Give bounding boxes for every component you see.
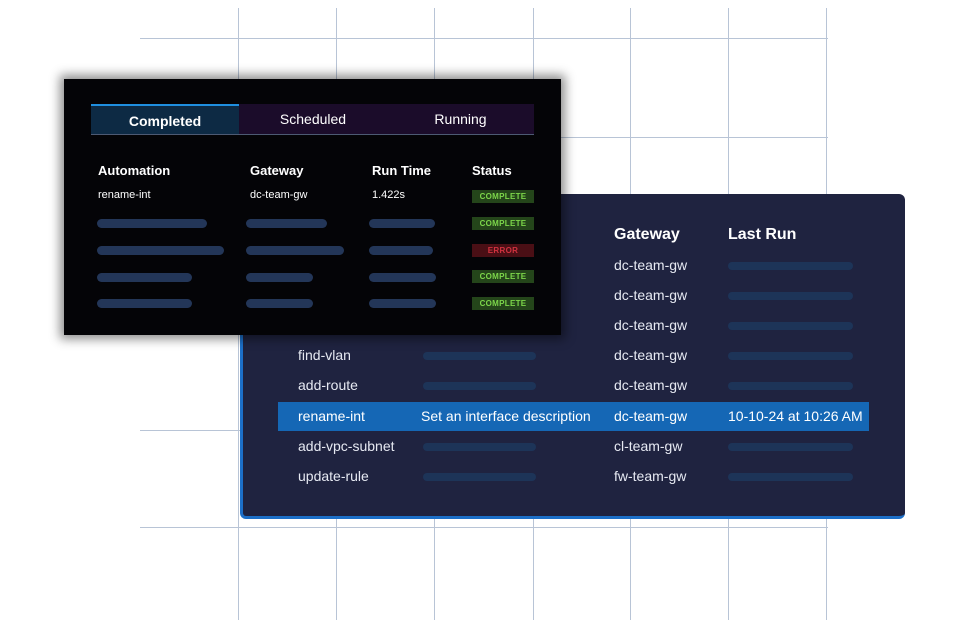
selected-table-row[interactable]: rename-int Set an interface description …	[278, 402, 869, 431]
gateway-cell: dc-team-gw	[614, 408, 688, 424]
placeholder-bar	[97, 273, 192, 282]
gateway-cell: dc-team-gw	[614, 377, 688, 393]
placeholder-bar	[728, 322, 853, 330]
automation-name-cell: find-vlan	[298, 347, 351, 363]
tab-scheduled[interactable]: Scheduled	[239, 104, 387, 135]
gateway-cell: dc-team-gw	[614, 347, 688, 363]
placeholder-bar	[246, 299, 313, 308]
automation-cell: rename-int	[98, 189, 151, 201]
placeholder-bar	[369, 219, 435, 228]
gateway-cell: fw-team-gw	[614, 468, 687, 484]
placeholder-bar	[423, 352, 536, 360]
tab-divider	[91, 134, 534, 135]
placeholder-bar	[728, 262, 853, 270]
gateway-cell: dc-team-gw	[614, 257, 688, 273]
status-column-header: Status	[472, 163, 512, 178]
description-cell: Set an interface description	[421, 408, 591, 424]
status-badge: COMPLETE	[472, 270, 534, 283]
table-row[interactable]: find-vlan dc-team-gw	[278, 341, 869, 370]
placeholder-bar	[728, 473, 853, 481]
last-run-cell: 10-10-24 at 10:26 AM	[728, 408, 863, 424]
placeholder-bar	[97, 246, 224, 255]
placeholder-bar	[728, 443, 853, 451]
placeholder-bar	[369, 299, 436, 308]
placeholder-bar	[97, 219, 207, 228]
status-badge: COMPLETE	[472, 297, 534, 310]
gateway-column-header: Gateway	[614, 226, 680, 243]
tab-completed[interactable]: Completed	[91, 104, 239, 135]
placeholder-bar	[246, 219, 327, 228]
placeholder-bar	[97, 299, 192, 308]
placeholder-bar	[423, 382, 536, 390]
placeholder-bar	[369, 273, 436, 282]
gateway-column-header: Gateway	[250, 163, 304, 178]
automation-name-cell: add-route	[298, 377, 358, 393]
gateway-cell: dc-team-gw	[614, 317, 688, 333]
automation-name-cell: update-rule	[298, 468, 369, 484]
placeholder-bar	[246, 246, 344, 255]
grid-line	[140, 38, 828, 39]
placeholder-bar	[423, 473, 536, 481]
automation-column-header: Automation	[98, 163, 171, 178]
run-time-cell: 1.422s	[372, 189, 406, 201]
tab-running[interactable]: Running	[387, 104, 534, 135]
table-row[interactable]: add-vpc-subnet cl-team-gw	[278, 432, 869, 461]
status-badge: ERROR	[472, 244, 534, 257]
status-badge: COMPLETE	[472, 190, 534, 203]
automation-name-cell: rename-int	[298, 408, 365, 424]
grid-line	[140, 527, 828, 528]
placeholder-bar	[246, 273, 313, 282]
gateway-cell: dc-team-gw	[250, 189, 308, 201]
placeholder-bar	[423, 443, 536, 451]
table-row[interactable]: update-rule fw-team-gw	[278, 462, 869, 491]
table-row[interactable]: dc-team-gw	[278, 251, 869, 280]
table-row[interactable]: dc-team-gw	[278, 281, 869, 310]
table-row[interactable]: add-route dc-team-gw	[278, 371, 869, 400]
grid-line	[140, 430, 244, 431]
status-badge: COMPLETE	[472, 217, 534, 230]
automation-name-cell: add-vpc-subnet	[298, 438, 395, 454]
placeholder-bar	[728, 352, 853, 360]
gateway-cell: cl-team-gw	[614, 438, 683, 454]
gateway-cell: dc-team-gw	[614, 287, 688, 303]
last-run-column-header: Last Run	[728, 226, 797, 243]
table-row[interactable]: dc-team-gw	[278, 311, 869, 340]
placeholder-bar	[728, 292, 853, 300]
run-time-column-header: Run Time	[372, 163, 431, 178]
placeholder-bar	[369, 246, 433, 255]
placeholder-bar	[728, 382, 853, 390]
